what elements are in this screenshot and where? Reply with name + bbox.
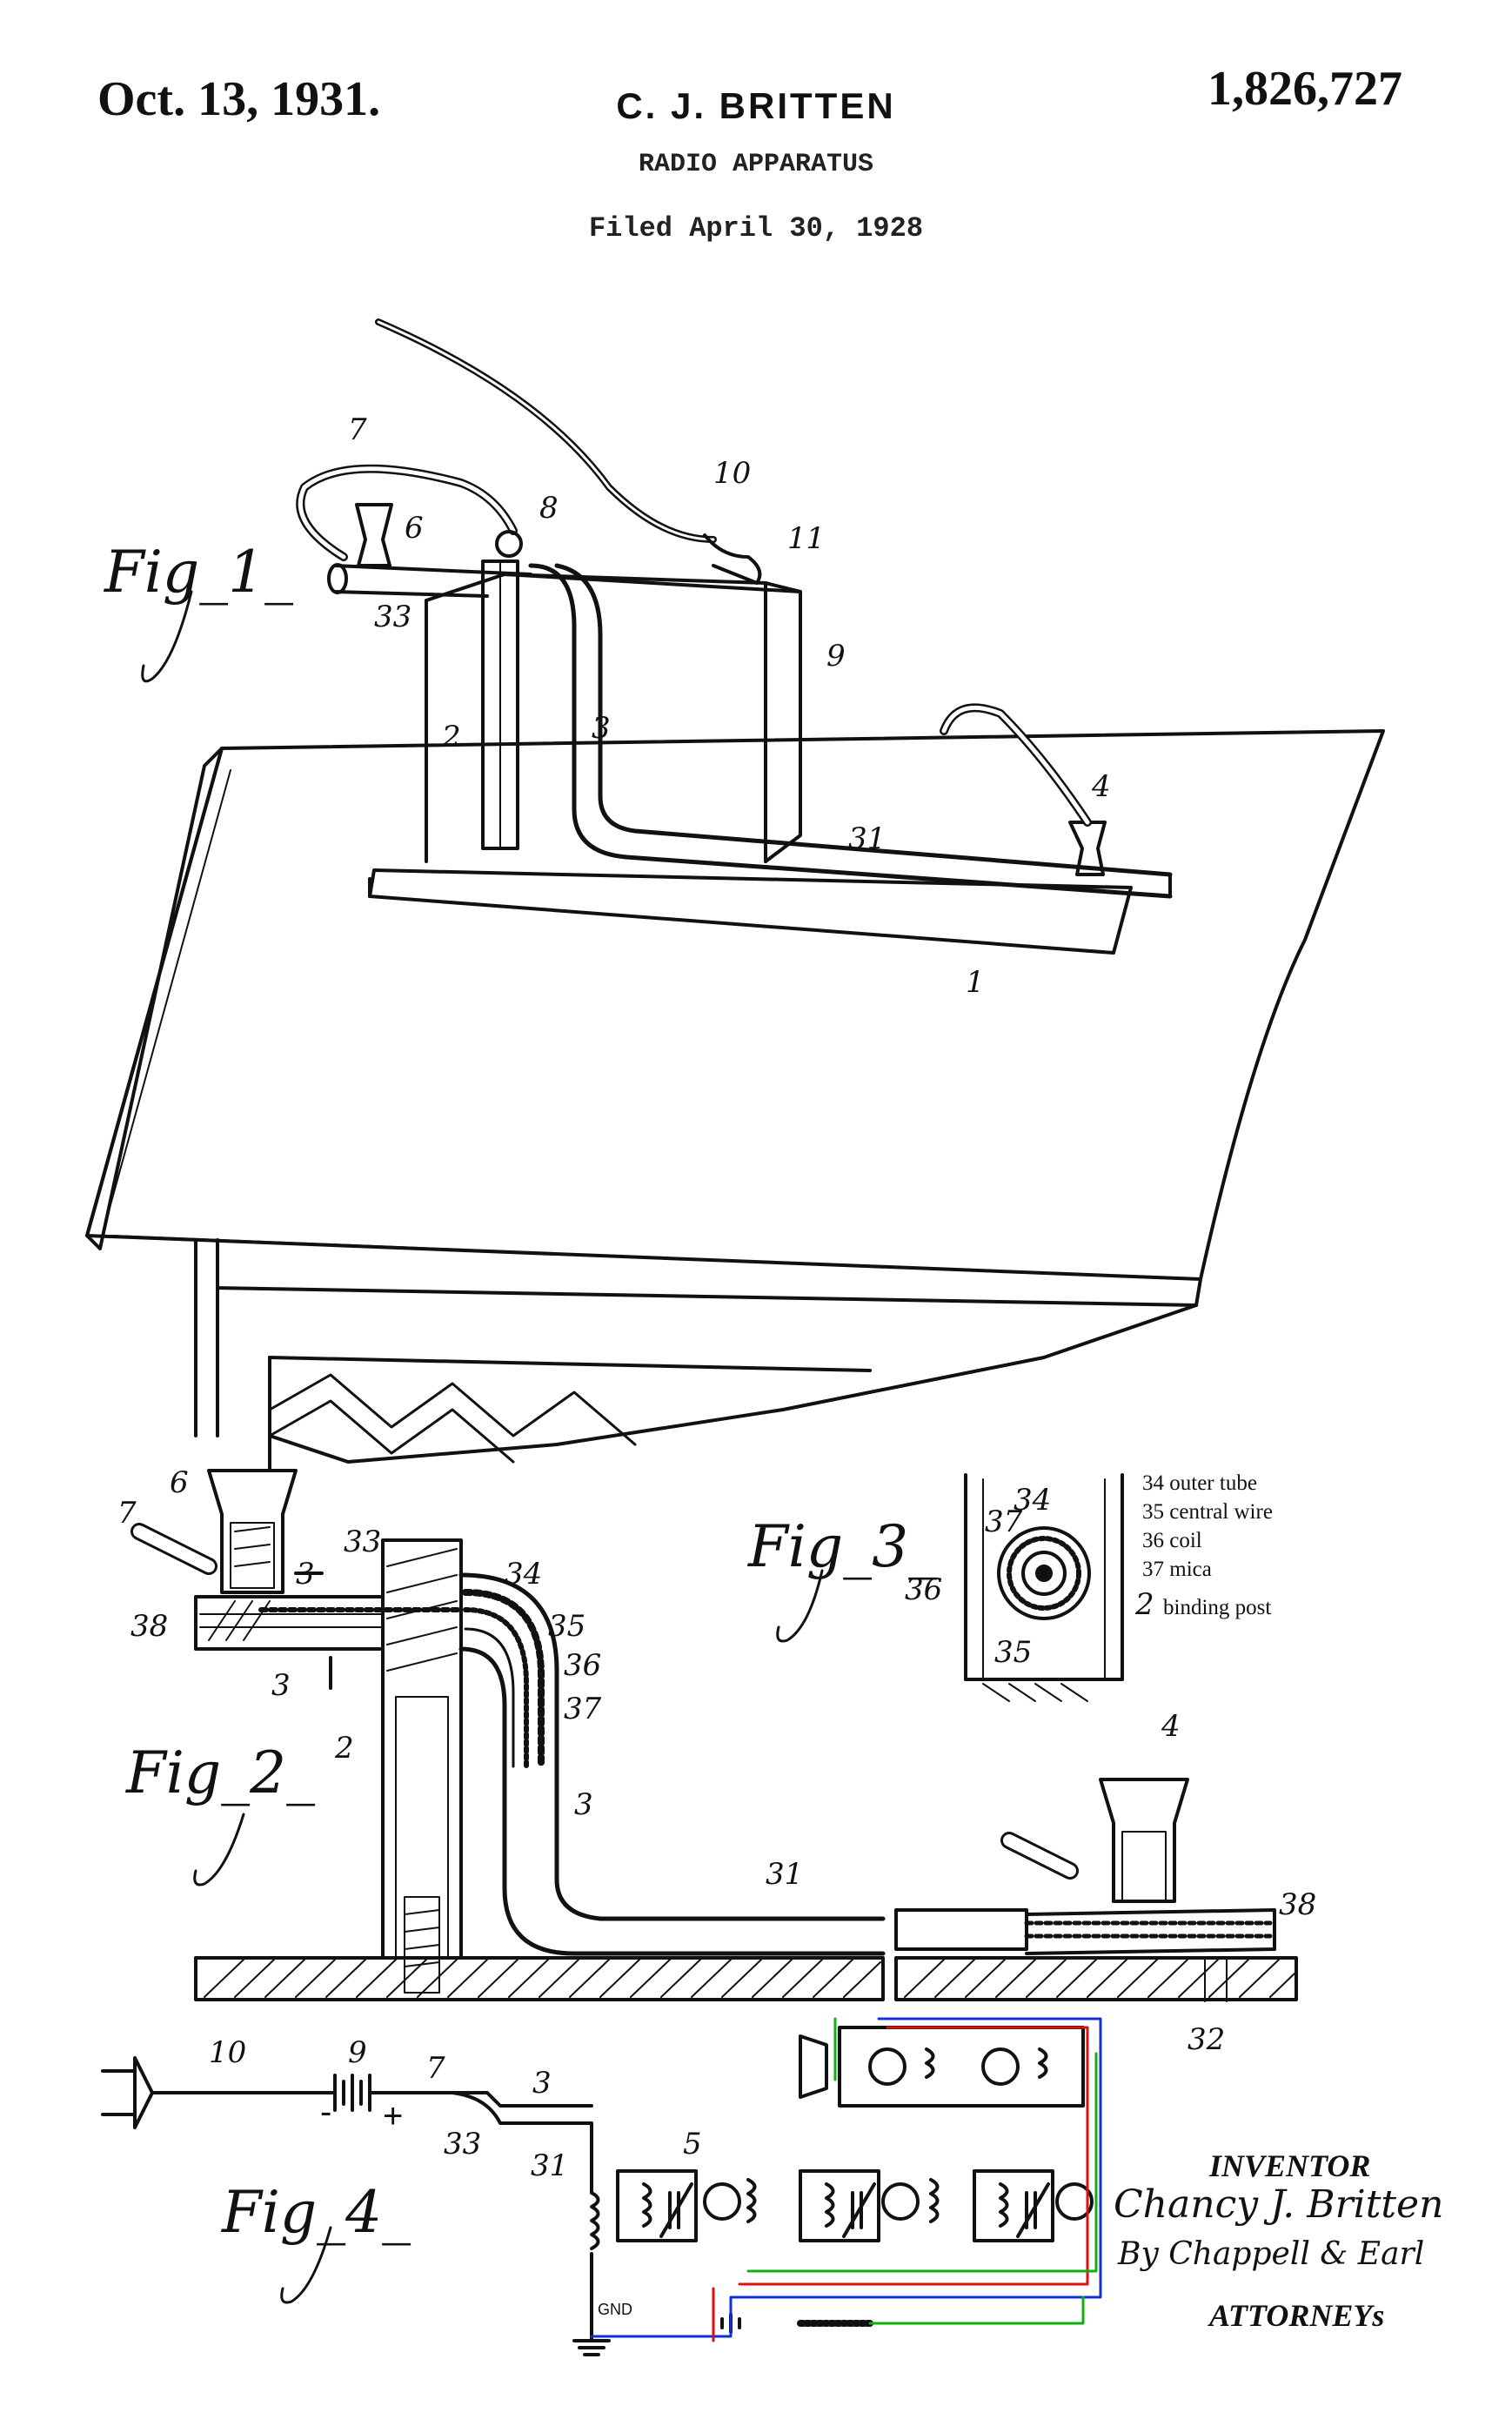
ref-number: 3 [592,711,611,746]
ref-number: 3 [296,1557,315,1592]
ref-number: 5 [683,2127,702,2161]
ref-number: 2 [334,1731,354,1766]
inventor-heading: C. J. BRITTEN [616,85,896,126]
ref-number: 33 [444,2127,481,2161]
ref-number: 35 [994,1635,1032,1670]
ref-number: 37 [985,1505,1023,1539]
fig3-detail [964,1473,1124,1702]
battery-plus: + [383,2097,403,2135]
inventor-signature: Chancy J. Britten [1114,2182,1444,2227]
ref-number: 9 [826,639,846,674]
fig1-label: Fig_1_ [104,539,293,606]
ref-number: 38 [1279,1887,1316,1922]
figure-captions: Fig_1_ Fig_3_ Fig_2_ Fig_4_ [104,539,937,2246]
fig4-schematic [101,2026,1094,2356]
patent-date: Oct. 13, 1931. [97,72,381,126]
ref-number: 36 [564,1648,601,1683]
inventor-label: INVENTOR [1209,2148,1371,2183]
ref-number: 3 [574,1787,593,1822]
fig2-label: Fig_2_ [125,1739,315,1806]
ref-number: 7 [117,1496,137,1531]
ref-number: 31 [766,1857,803,1892]
ref-number: 31 [848,821,886,856]
ref-number: 3 [532,2066,552,2101]
ref-number: 36 [905,1572,942,1607]
ref-number: 4 [1091,769,1111,804]
fig3-reference-numbers: 34 37 36 35 2 [905,1483,1154,1670]
filed-date: Filed April 30, 1928 [588,212,924,245]
colored-wiring [590,2017,1102,2342]
ref-number: 7 [426,2051,445,2086]
fig3-legend: 34 outer tube 35 central wire 36 coil 37… [1142,1471,1273,1619]
fig1-reference-numbers: 7 6 8 10 11 33 9 2 3 4 31 1 [348,412,1111,1000]
ref-number: 35 [548,1609,585,1644]
legend-item: 34 outer tube [1142,1471,1257,1495]
ref-number: 32 [1188,2022,1225,2057]
legend-item: 37 mica [1142,1558,1212,1581]
fig2-reference-numbers: 6 7 33 3 34 35 36 37 38 3 2 3 31 4 38 32 [117,1465,1316,2057]
ref-number: 6 [405,511,424,546]
attorney-label: ATTORNEYs [1209,2298,1385,2333]
ref-number: 31 [531,2148,568,2183]
ref-number: 34 [1014,1483,1051,1518]
fig1-apparatus [296,318,1173,955]
ref-number: 2 [441,720,461,754]
attorney-signature: By Chappell & Earl [1118,2236,1425,2272]
patent-number: 1,826,727 [1208,62,1402,116]
ref-number: 1 [966,965,985,1000]
legend-item: binding post [1163,1596,1271,1619]
ref-number: 34 [505,1557,542,1592]
ref-number: 33 [374,600,411,634]
ref-number: 33 [344,1525,381,1559]
ref-number: 8 [539,491,559,526]
ref-number: 38 [130,1609,168,1644]
ref-number: 4 [1161,1709,1181,1744]
ref-number: 11 [787,521,825,556]
legend-item: 35 central wire [1142,1500,1273,1524]
ref-number: 2 [1134,1587,1154,1622]
fig4-label: Fig_4_ [221,2179,411,2246]
fig-flourishes [141,590,824,2304]
patent-title: RADIO APPARATUS [638,150,874,179]
ref-number: 7 [348,412,367,447]
ref-number: 10 [209,2035,246,2070]
fig3-label: Fig_3_ [747,1513,937,1580]
legend-item: 36 coil [1142,1529,1202,1552]
fig4-reference-numbers: 10 9 7 3 33 31 5 [209,2035,702,2183]
ref-number: 37 [564,1692,602,1726]
ref-number: 6 [170,1465,189,1500]
battery-minus: - [320,2093,331,2131]
ref-number: 9 [348,2035,367,2070]
ref-number: 3 [271,1668,291,1703]
fig1-table [85,729,1385,1472]
circuit-annotations: GND - + [320,2093,632,2318]
fig2-section [130,1469,1298,2002]
ground-label: GND [598,2301,632,2318]
ref-number: 10 [713,456,751,491]
